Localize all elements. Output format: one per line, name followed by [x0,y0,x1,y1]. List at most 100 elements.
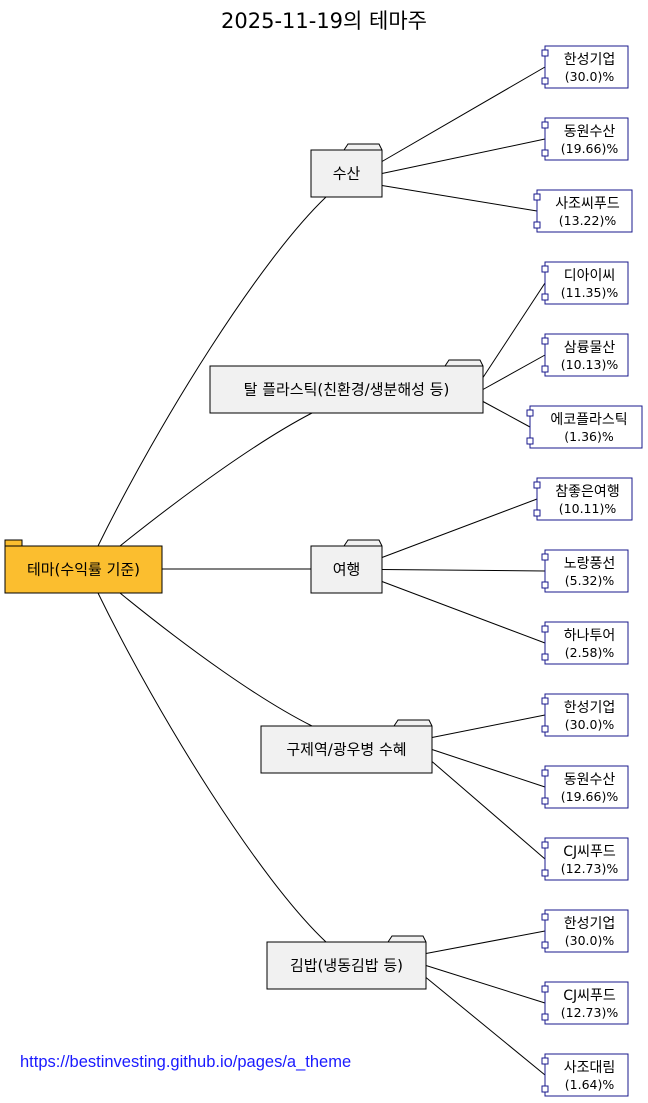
stock-return: (10.11)% [559,501,617,516]
stock-name: 동원수산 [564,772,616,788]
stock-return: (13.22)% [559,213,617,228]
stock-connector [381,581,546,644]
stock-node: CJ씨푸드(12.73)% [541,981,629,1025]
theme-connector [119,412,313,547]
stock-name: CJ씨푸드 [563,988,616,1004]
component-port-icon [541,769,549,777]
stock-connector [381,498,538,558]
theme-label: 김밥(냉동김밥 등) [290,957,403,975]
theme-label: 구제역/광우병 수혜 [286,741,406,759]
stock-return: (12.73)% [561,861,619,876]
root-node: 테마(수익률 기준) [4,539,163,594]
stock-node: 하나투어(2.58)% [541,621,629,665]
stock-return: (12.73)% [561,1005,619,1020]
stock-name: 참좋은여행 [555,484,619,500]
stock-connector [482,354,546,390]
stock-name: 한성기업 [564,916,616,932]
component-port-icon [541,581,549,589]
stock-node: 한성기업(30.0)% [541,909,629,953]
stock-node: 노랑풍선(5.32)% [541,549,629,593]
stock-connector [431,749,546,788]
component-port-icon [533,481,541,489]
diagram-nodes: 테마(수익률 기준)수산한성기업(30.0)%동원수산(19.66)%사조씨푸드… [4,45,643,1097]
component-port-icon [541,265,549,273]
theme-connector [119,592,313,727]
component-port-icon [541,653,549,661]
component-port-icon [526,437,534,445]
component-port-icon [541,869,549,877]
theme-node: 여행 [310,539,383,594]
stock-node: CJ씨푸드(12.73)% [541,837,629,881]
stock-connector [482,282,546,378]
stock-node: 참좋은여행(10.11)% [533,477,633,521]
stock-connector [381,66,546,162]
theme-label: 탈 플라스틱(친환경/생분해성 등) [244,381,450,399]
component-port-icon [533,193,541,201]
stock-node: 에코플라스틱(1.36)% [526,405,643,449]
stock-node: 동원수산(19.66)% [541,765,629,809]
component-port-icon [541,697,549,705]
stock-connector [482,401,531,428]
component-port-icon [541,941,549,949]
stock-name: 하나투어 [564,628,616,644]
stock-return: (2.58)% [565,645,615,660]
stock-node: 사조대림(1.64)% [541,1053,629,1097]
stock-name: CJ씨푸드 [563,844,616,860]
stock-connector [381,569,546,572]
stock-name: 사조씨푸드 [555,196,620,212]
stock-return: (30.0)% [565,933,615,948]
component-port-icon [541,797,549,805]
stock-name: 디아이씨 [564,268,616,284]
component-port-icon [541,365,549,373]
component-port-icon [526,409,534,417]
theme-connector [97,196,327,547]
component-port-icon [533,509,541,517]
stock-name: 한성기업 [564,700,616,716]
source-link[interactable]: https://bestinvesting.github.io/pages/a_… [20,1053,352,1071]
component-port-icon [541,725,549,733]
component-port-icon [541,49,549,57]
component-port-icon [541,1085,549,1093]
stock-return: (1.36)% [564,429,614,444]
stock-return: (30.0)% [565,717,615,732]
stock-connector [425,977,546,1076]
stock-connector [425,930,546,954]
component-port-icon [541,337,549,345]
component-port-icon [541,1057,549,1065]
theme-node: 구제역/광우병 수혜 [260,719,433,774]
stock-return: (5.32)% [565,573,615,588]
theme-connector [97,592,327,943]
stock-connector [425,965,546,1004]
stock-connector [431,714,546,738]
component-port-icon [541,553,549,561]
stock-name: 노랑풍선 [564,556,616,572]
theme-node: 탈 플라스틱(친환경/생분해성 등) [209,359,484,414]
stock-node: 한성기업(30.0)% [541,45,629,89]
connector-lines [97,66,546,1076]
stock-node: 디아이씨(11.35)% [541,261,629,305]
component-port-icon [541,985,549,993]
component-port-icon [541,913,549,921]
stock-return: (10.13)% [561,357,619,372]
diagram-title: 2025-11-19의 테마주 [221,9,427,33]
theme-node: 김밥(냉동김밥 등) [266,935,427,990]
stock-name: 동원수산 [564,124,616,140]
stock-node: 삼륭물산(10.13)% [541,333,629,377]
component-port-icon [541,149,549,157]
component-port-icon [541,77,549,85]
stock-name: 사조대림 [564,1060,616,1076]
component-port-icon [541,293,549,301]
theme-label: 수산 [333,165,361,183]
stock-node: 한성기업(30.0)% [541,693,629,737]
theme-label: 여행 [333,561,361,579]
theme-node: 수산 [310,143,383,198]
stock-node: 동원수산(19.66)% [541,117,629,161]
stock-return: (30.0)% [565,69,615,84]
stock-connector [431,761,546,860]
stock-connector [381,185,538,212]
stock-connector [381,138,546,174]
stock-return: (11.35)% [561,285,619,300]
stock-return: (1.64)% [565,1077,615,1092]
stock-node: 사조씨푸드(13.22)% [533,189,633,233]
